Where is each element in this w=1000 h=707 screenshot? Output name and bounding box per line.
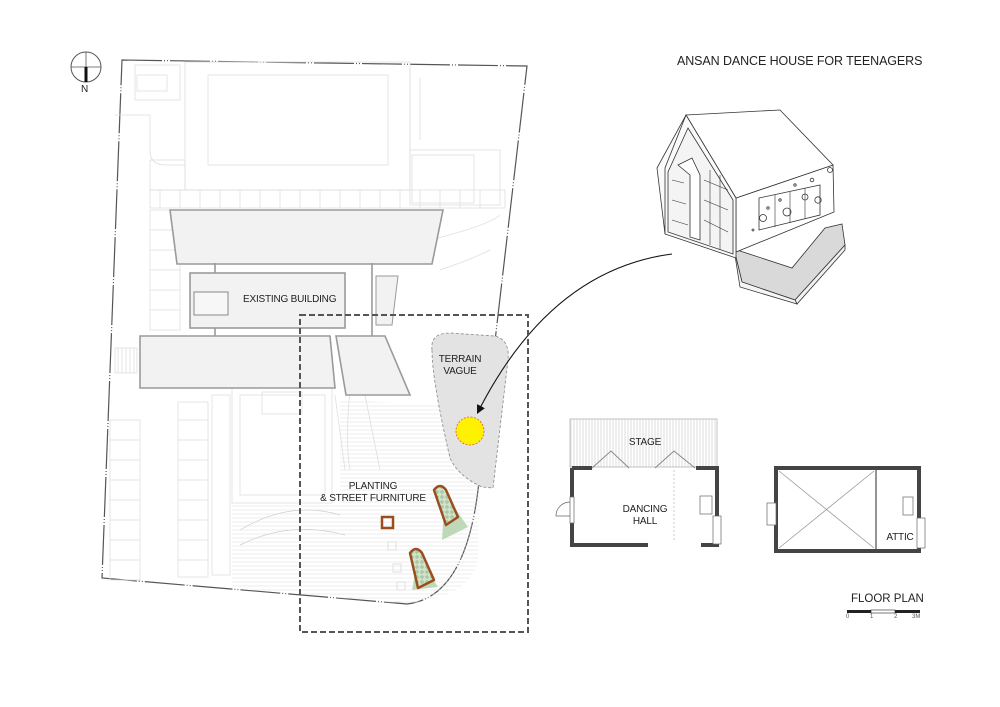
attic-floor-plan — [766, 466, 926, 553]
scale-tick-2: 2 — [894, 614, 898, 620]
label-planting-line2: & STREET FURNITURE — [320, 493, 426, 504]
existing-building-mass — [139, 209, 444, 396]
label-attic: ATTIC — [886, 532, 914, 543]
north-label: N — [81, 84, 89, 95]
dance-house-location-marker — [455, 416, 485, 446]
label-hall-line2: HALL — [632, 516, 658, 527]
label-terrain-line1: TERRAIN — [438, 354, 482, 365]
dance-house-axonometric — [656, 109, 846, 305]
terrain-vague-area — [431, 332, 509, 489]
location-arrow — [477, 253, 673, 414]
label-dancing-line1: DANCING — [622, 504, 668, 515]
label-terrain-vague: TERRAIN VAGUE — [435, 354, 485, 378]
label-dancing-hall: DANCING HALL — [615, 504, 675, 528]
label-stage: STAGE — [628, 437, 662, 448]
planter-2 — [408, 547, 438, 590]
scale-tick-3m: 3M — [912, 614, 921, 620]
page-title: ANSAN DANCE HOUSE FOR TEENAGERS — [677, 54, 923, 68]
label-terrain-line2: VAGUE — [443, 366, 477, 377]
scale-bar — [847, 609, 920, 614]
focus-area-boundary — [299, 314, 529, 633]
north-arrow-icon — [70, 51, 102, 83]
street-furniture-bench — [380, 515, 395, 530]
label-planting-line1: PLANTING — [348, 481, 398, 492]
floor-plan-title: FLOOR PLAN — [851, 593, 924, 605]
scale-tick-0: 0 — [846, 614, 850, 620]
scale-tick-1: 1 — [870, 614, 874, 620]
ground-floor-plan — [555, 418, 722, 547]
label-planting-street-furniture: PLANTING & STREET FURNITURE — [318, 481, 428, 505]
label-existing-building: EXISTING BUILDING — [243, 294, 337, 305]
planter-1 — [432, 484, 468, 540]
